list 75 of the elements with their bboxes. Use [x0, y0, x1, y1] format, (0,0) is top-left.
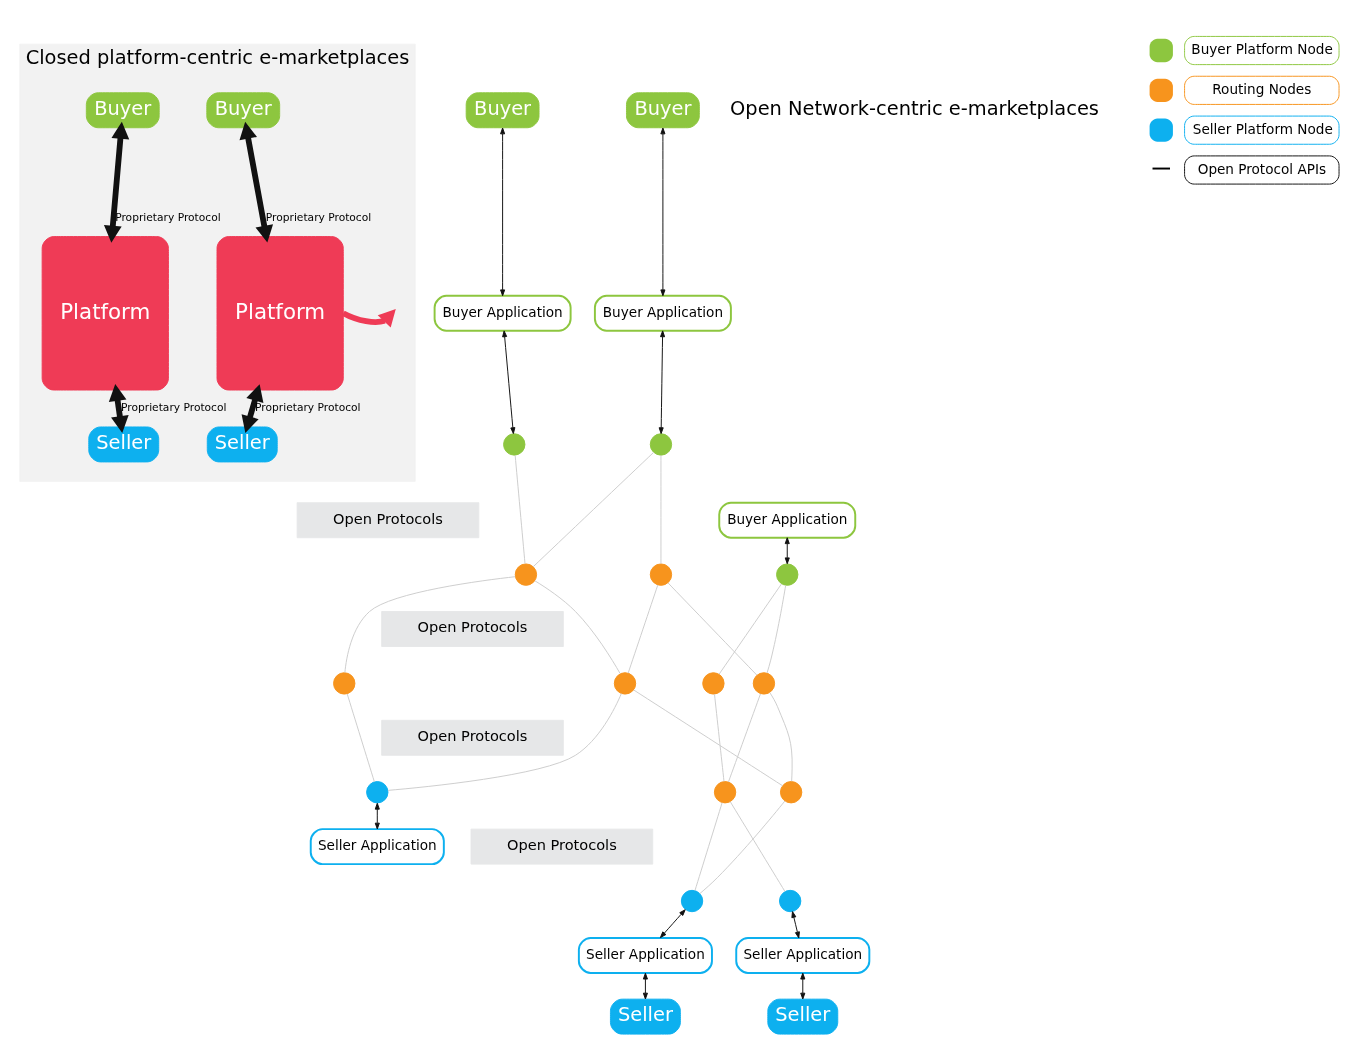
connector — [633, 689, 784, 786]
node-box: Buyer — [206, 91, 281, 128]
connector — [346, 692, 375, 782]
connector — [699, 799, 786, 894]
node-box: Seller — [609, 998, 681, 1035]
connector — [514, 454, 526, 564]
node-circle — [776, 562, 799, 586]
connector — [667, 581, 758, 676]
arrow — [791, 910, 800, 938]
node-circle — [514, 562, 538, 586]
arrow — [241, 383, 264, 433]
node-box: Seller Application — [735, 936, 871, 974]
node-box: Platform — [216, 235, 344, 391]
legend-label: Seller Platform Node — [1192, 120, 1333, 137]
edge-label: Proprietary Protocol — [115, 210, 221, 224]
label: Open Network-centric e-marketplaces — [730, 96, 1099, 120]
connector — [729, 800, 786, 892]
arrow — [800, 972, 806, 999]
edge-label: Proprietary Protocol — [255, 400, 361, 414]
arrow — [500, 127, 506, 296]
node-circle — [752, 671, 776, 695]
connector — [714, 693, 725, 782]
node-box: Seller — [206, 425, 278, 462]
node-box: Open Protocols — [296, 501, 480, 538]
arrow — [784, 536, 790, 564]
arrow — [642, 972, 648, 999]
node-box: Buyer — [85, 91, 160, 128]
connector — [532, 451, 655, 567]
node-box: Buyer Application — [433, 294, 572, 332]
connector — [766, 584, 787, 673]
node-box: Open Protocols — [381, 610, 564, 647]
node-circle — [713, 780, 737, 803]
node-box: Buyer Application — [593, 294, 732, 332]
node-circle — [503, 432, 526, 456]
node-box: Buyer — [465, 91, 540, 128]
arrow — [341, 308, 396, 327]
edge-label: Proprietary Protocol — [121, 400, 227, 414]
arrow — [103, 121, 130, 243]
legend-label: Open Protocol APIs — [1197, 160, 1327, 177]
connector — [718, 583, 782, 675]
arrow — [659, 908, 686, 938]
node-box: Buyer — [626, 91, 700, 128]
node-circle — [702, 671, 725, 695]
node-box: Seller — [88, 425, 160, 462]
node-circle — [649, 562, 673, 586]
node-circle — [366, 780, 389, 803]
edge-label: Proprietary Protocol — [265, 210, 372, 224]
node-box: Open Protocols — [381, 719, 564, 756]
connector — [694, 801, 723, 891]
node-box: Buyer Application — [718, 501, 857, 539]
node-box: Seller — [767, 998, 839, 1035]
connector — [344, 575, 516, 673]
node-circle — [333, 671, 356, 695]
node-circle — [613, 671, 637, 695]
connector — [387, 692, 622, 791]
node-circle — [779, 889, 802, 912]
node-circle — [779, 780, 803, 803]
node-box: Platform — [41, 235, 169, 391]
node-box: Open Protocols — [470, 828, 654, 865]
legend-label: Routing Nodes — [1212, 80, 1312, 97]
arrow — [239, 121, 274, 243]
node-box: Seller Application — [309, 827, 445, 865]
arrow — [374, 802, 380, 829]
node-box: Seller Application — [577, 936, 713, 974]
connector — [727, 692, 761, 782]
arrow — [502, 329, 516, 434]
connector — [769, 691, 793, 782]
connector — [627, 584, 659, 674]
arrow — [660, 127, 666, 296]
node-circle — [680, 889, 704, 912]
arrow — [108, 383, 129, 433]
legend-label: Buyer Platform Node — [1191, 40, 1333, 57]
arrow — [658, 329, 666, 434]
connector — [534, 579, 621, 674]
node-circle — [649, 432, 673, 456]
